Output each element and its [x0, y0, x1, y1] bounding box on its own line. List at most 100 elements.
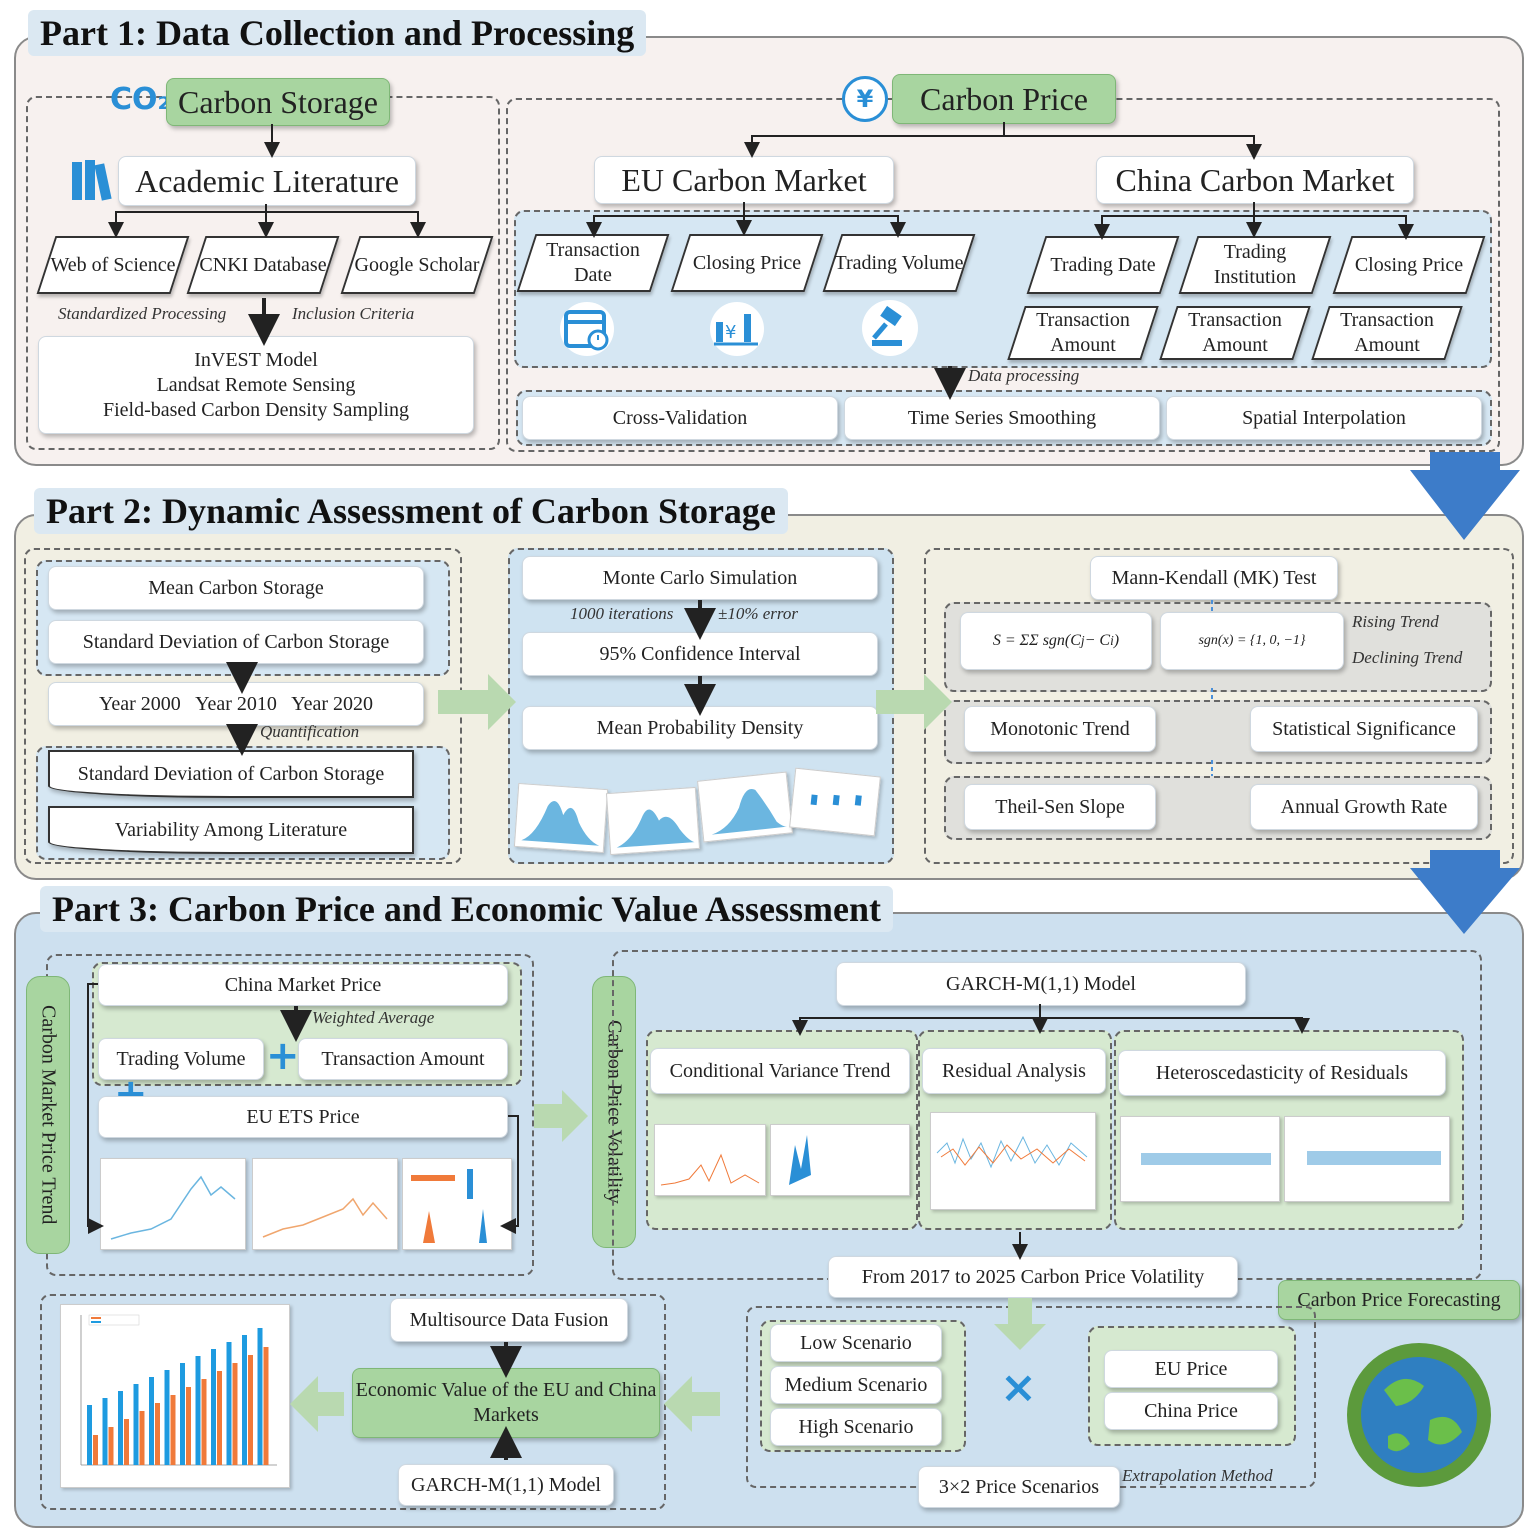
source-web-of-science: Web of Science [46, 236, 180, 294]
residual-analysis-box: Residual Analysis [922, 1048, 1106, 1094]
eu-item-closing-price: Closing Price [680, 234, 814, 292]
eu-ets-price-box: EU ETS Price [98, 1096, 508, 1138]
garch-model-box-2: GARCH-M(1,1) Model [398, 1464, 614, 1506]
bar-orange [155, 1403, 160, 1465]
years-box: Year 2000 Year 2010 Year 2020 [48, 682, 424, 726]
price-trend-plot-3 [402, 1158, 512, 1250]
eu-item-transaction-date: Transaction Date [526, 234, 660, 292]
transaction-amount-box: Transaction Amount [298, 1038, 508, 1080]
carbon-price-box: Carbon Price [892, 74, 1116, 124]
part2-title: Part 2: Dynamic Assessment of Carbon Sto… [34, 488, 788, 534]
weighted-average-note: Weighted Average [312, 1008, 435, 1027]
bar-blue [211, 1349, 216, 1465]
china-price-box: China Price [1104, 1392, 1278, 1430]
annual-growth-rate-box: Annual Growth Rate [1250, 784, 1478, 830]
co2-cloud-icon: CO₂ [110, 82, 171, 117]
price-trend-plot-2 [252, 1158, 398, 1250]
bar-orange [170, 1395, 176, 1465]
garch-model-box: GARCH-M(1,1) Model [836, 962, 1246, 1006]
bar-blue [133, 1384, 139, 1465]
volatility-period-box: From 2017 to 2025 Carbon Price Volatilit… [828, 1256, 1238, 1298]
price-chart-icon: ¥ [708, 302, 766, 361]
carbon-market-price-trend-label: Carbon Market Price Trend [26, 976, 70, 1254]
heteroscedasticity-box: Heteroscedasticity of Residuals [1118, 1050, 1446, 1096]
variability-box: Variability Among Literature [48, 806, 414, 854]
monotonic-trend-box: Monotonic Trend [964, 706, 1156, 752]
earth-globe-icon [1344, 1340, 1494, 1495]
bar-orange [217, 1371, 222, 1465]
spatial-interpolation-box: Spatial Interpolation [1166, 396, 1482, 440]
eu-price-box: EU Price [1104, 1350, 1278, 1388]
low-scenario-box: Low Scenario [770, 1324, 942, 1362]
carbon-price-volatility-label: Carbon Price Volatility [592, 976, 636, 1248]
confidence-interval-box: 95% Confidence Interval [522, 632, 878, 676]
bar-orange [108, 1427, 114, 1465]
economic-value-group [40, 1294, 666, 1510]
mean-carbon-storage-box: Mean Carbon Storage [48, 566, 424, 610]
extrapolation-note: Extrapolation Method [1122, 1466, 1273, 1485]
china-item-transaction-amount-3: Transaction Amount [1320, 306, 1454, 360]
inclusion-criteria-note: Inclusion Criteria [292, 304, 415, 323]
carbon-price-forecasting-box: Carbon Price Forecasting [1278, 1280, 1520, 1320]
medium-scenario-box: Medium Scenario [770, 1366, 942, 1404]
density-plot-1 [513, 782, 609, 854]
part1-title: Part 1: Data Collection and Processing [28, 10, 647, 56]
china-item-trading-institution: Trading Institution [1188, 236, 1322, 294]
data-processing-note: Data processing [968, 366, 1080, 385]
calendar-icon [558, 302, 616, 361]
boxplot-chart [789, 767, 881, 837]
bar-orange [263, 1347, 269, 1465]
china-item-transaction-amount-1: Transaction Amount [1016, 306, 1150, 360]
times-icon: × [1000, 1362, 1037, 1413]
eu-item-trading-volume: Trading Volume [832, 234, 966, 292]
bar-blue [257, 1328, 263, 1465]
bar-orange [93, 1435, 98, 1465]
carbon-storage-box: Carbon Storage [166, 78, 390, 126]
plus-icon: + [266, 1033, 300, 1079]
china-item-trading-date: Trading Date [1036, 236, 1170, 294]
cross-validation-box: Cross-Validation [522, 396, 838, 440]
bar-blue [195, 1356, 201, 1465]
density-plot-2 [605, 786, 701, 856]
method-invest: InVEST Model [194, 348, 318, 371]
hetero-plot-1 [1120, 1116, 1280, 1202]
bar-blue [118, 1391, 123, 1465]
theil-sen-box: Theil-Sen Slope [964, 784, 1156, 830]
source-cnki: CNKI Database [196, 236, 330, 294]
methods-box: InVEST Model Landsat Remote Sensing Fiel… [38, 336, 474, 434]
bar-blue [226, 1342, 232, 1465]
bar-blue [87, 1405, 92, 1465]
gavel-icon [860, 300, 920, 361]
bar-orange [201, 1379, 207, 1465]
hetero-plot-2 [1284, 1116, 1450, 1202]
variance-plot-2 [770, 1124, 910, 1196]
bar-blue [180, 1363, 185, 1465]
conditional-variance-box: Conditional Variance Trend [650, 1048, 910, 1094]
trading-volume-box: Trading Volume [98, 1038, 264, 1080]
standardized-processing-note: Standardized Processing [58, 304, 227, 323]
svg-text:¥: ¥ [725, 322, 736, 343]
rising-trend-note: Rising Trend [1352, 612, 1439, 631]
error-note: ±10% error [718, 604, 799, 623]
mk-test-box: Mann-Kendall (MK) Test [1090, 556, 1338, 600]
china-item-transaction-amount-2: Transaction Amount [1168, 306, 1302, 360]
eu-carbon-market-box: EU Carbon Market [594, 156, 894, 204]
time-series-smoothing-box: Time Series Smoothing [844, 396, 1160, 440]
density-plot-3 [697, 771, 793, 843]
declining-trend-note: Declining Trend [1352, 648, 1463, 667]
bar-orange [139, 1411, 145, 1465]
economic-value-chart [60, 1304, 290, 1488]
multisource-fusion-box: Multisource Data Fusion [390, 1298, 628, 1342]
bar-orange [186, 1387, 191, 1465]
china-item-closing-price: Closing Price [1342, 236, 1476, 294]
method-landsat: Landsat Remote Sensing [156, 373, 356, 396]
china-market-price-box: China Market Price [98, 964, 508, 1006]
high-scenario-box: High Scenario [770, 1408, 942, 1446]
price-scenarios-box: 3×2 Price Scenarios [918, 1466, 1120, 1508]
method-field-sampling: Field-based Carbon Density Sampling [102, 398, 410, 421]
iterations-note: 1000 iterations [570, 604, 674, 623]
yuan-coin-icon: ¥ [842, 76, 888, 122]
bar-blue [164, 1370, 170, 1465]
